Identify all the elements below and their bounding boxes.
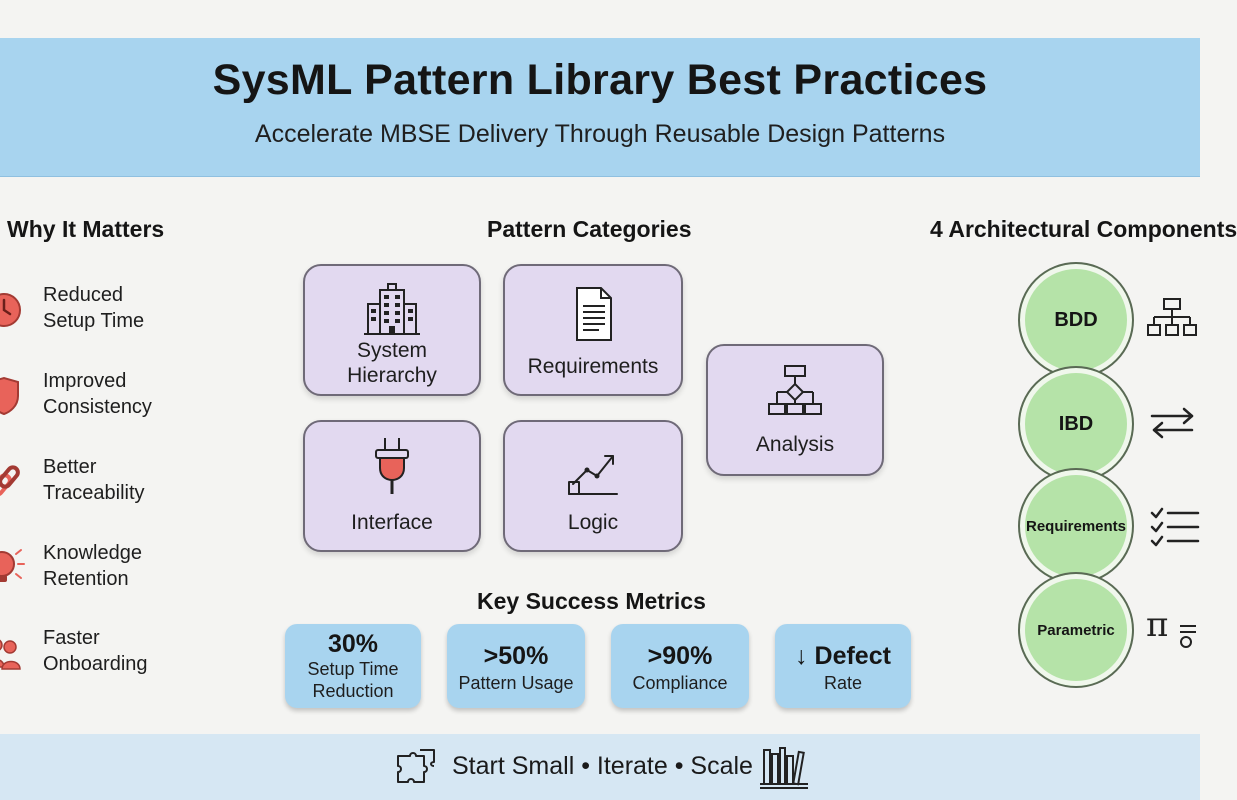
component-label: BDD <box>1054 308 1098 331</box>
why-item-knowledge: Knowledge Retention <box>0 538 200 598</box>
why-heading: Why It Matters <box>7 216 165 242</box>
category-card-interface[interactable]: Interface <box>303 420 481 552</box>
component-label: Requirements <box>1025 517 1127 535</box>
why-item-label: Faster Onboarding <box>43 627 148 675</box>
bookshelf-icon <box>760 747 808 789</box>
metric-value: 30% <box>327 630 379 658</box>
page-title: SysML Pattern Library Best Practices <box>212 56 988 104</box>
metric-label: Setup Time Reduction <box>307 659 399 701</box>
why-item-label: Improved Consistency <box>43 370 152 418</box>
svg-text:π: π <box>1146 605 1168 645</box>
shield-icon <box>0 376 19 416</box>
metric-label: Pattern Usage <box>458 673 574 693</box>
team-icon <box>0 639 21 670</box>
component-parametric: Parametric <box>1018 572 1134 688</box>
components-heading: 4 Architectural Components <box>930 216 1237 242</box>
building-icon <box>364 283 420 335</box>
category-label: Interface <box>351 511 433 534</box>
category-card-requirements[interactable]: Requirements <box>503 264 683 396</box>
pi-formula-icon: π <box>1146 605 1196 648</box>
chain-link-icon <box>0 465 20 497</box>
why-item-onboarding: Faster Onboarding <box>0 623 200 683</box>
component-label: IBD <box>1058 412 1094 435</box>
flowchart-icon <box>768 365 822 415</box>
plug-icon <box>375 438 409 494</box>
why-item-setup-time: Reduced Setup Time <box>0 280 200 340</box>
metric-value: >90% <box>647 642 713 670</box>
trend-chart-icon <box>568 455 618 495</box>
document-icon <box>576 287 612 341</box>
why-item-label: Better Traceability <box>43 456 145 504</box>
metrics-heading: Key Success Metrics <box>477 588 706 614</box>
lightbulb-icon <box>0 549 25 582</box>
why-item-label: Knowledge Retention <box>43 542 142 590</box>
metric-card-defect-rate: ↓ Defect Rate <box>775 624 911 708</box>
component-requirements: Requirements <box>1018 468 1134 584</box>
why-item-label: Reduced Setup Time <box>43 284 145 332</box>
footer-tagline: Start Small • Iterate • Scale <box>452 752 753 780</box>
category-card-logic[interactable]: Logic <box>503 420 683 552</box>
component-label: Parametric <box>1037 621 1115 639</box>
category-card-analysis[interactable]: Analysis <box>706 344 884 476</box>
category-label: System Hierarchy <box>347 339 437 387</box>
why-item-traceability: Better Traceability <box>0 452 200 512</box>
hierarchy-icon <box>1147 298 1197 336</box>
footer-banner <box>0 734 1200 800</box>
page-subtitle: Accelerate MBSE Delivery Through Reusabl… <box>254 120 946 148</box>
metric-card-setup-time: 30% Setup Time Reduction <box>285 624 421 708</box>
category-label: Logic <box>567 511 619 534</box>
metric-value: >50% <box>483 642 549 670</box>
component-ibd: IBD <box>1018 366 1134 482</box>
exchange-arrows-icon <box>1150 407 1194 439</box>
metric-label: Compliance <box>632 673 728 693</box>
component-bdd: BDD <box>1018 262 1134 378</box>
category-card-system-hierarchy[interactable]: System Hierarchy <box>303 264 481 396</box>
puzzle-icon <box>397 749 435 783</box>
why-item-consistency: Improved Consistency <box>0 366 200 426</box>
checklist-icon <box>1150 507 1200 547</box>
categories-heading: Pattern Categories <box>487 216 692 242</box>
metric-label: Rate <box>823 673 863 693</box>
category-label: Requirements <box>527 355 659 378</box>
metric-value: ↓ Defect <box>795 642 891 670</box>
metric-card-compliance: >90% Compliance <box>611 624 749 708</box>
metric-card-pattern-usage: >50% Pattern Usage <box>447 624 585 708</box>
category-label: Analysis <box>755 433 835 456</box>
header-banner <box>0 38 1200 177</box>
clock-icon <box>0 293 21 327</box>
